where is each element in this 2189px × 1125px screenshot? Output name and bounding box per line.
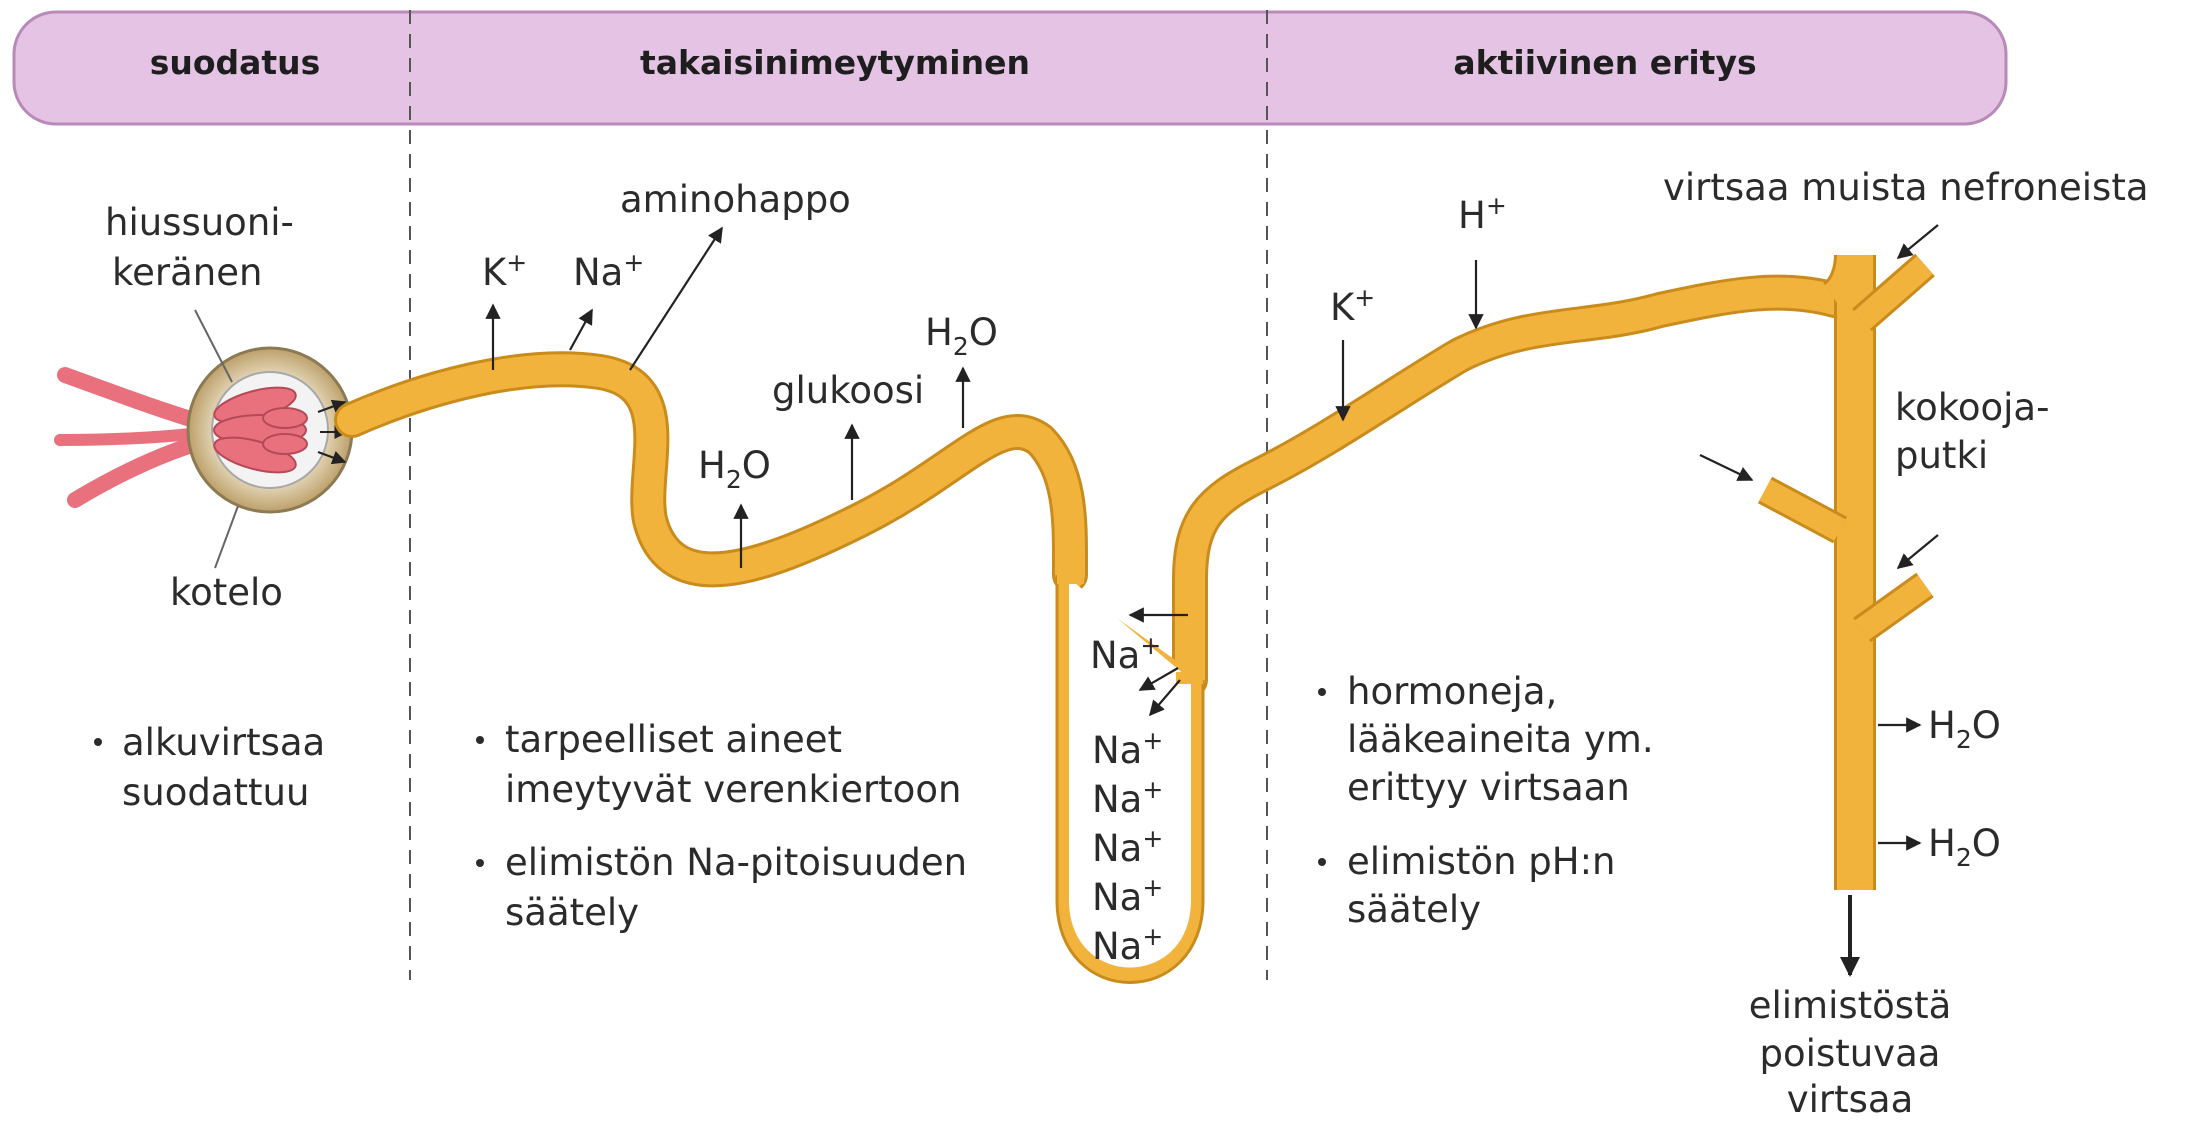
bullet-secretion-2-line2: säätely xyxy=(1347,888,1481,931)
water-label-4: H2O xyxy=(1928,822,2001,872)
amino-acid-label: aminohappo xyxy=(620,178,851,221)
header-filtration: suodatus xyxy=(150,43,321,82)
water-label-3: H2O xyxy=(1928,704,2001,754)
hydrogen-label: H+ xyxy=(1458,191,1507,237)
bullet-dot xyxy=(476,859,484,867)
bullet-secretion-1-line2: lääkeaineita ym. xyxy=(1347,718,1654,761)
water-label-2: H2O xyxy=(698,444,771,494)
bullet-reabsorption-2-line1: elimistön Na-pitoisuuden xyxy=(505,841,967,884)
bullet-secretion-1-line1: hormoneja, xyxy=(1347,670,1557,713)
bullet-dot xyxy=(1318,858,1326,866)
bullet-reabsorption-1-line1: tarpeelliset aineet xyxy=(505,718,842,761)
water-label-1: H2O xyxy=(925,311,998,361)
potassium-label-2: K+ xyxy=(1330,283,1375,329)
capsule-label: kotelo xyxy=(170,571,283,614)
capillary-label-line2: keränen xyxy=(112,251,262,294)
other-nephrons-label: virtsaa muista nefroneista xyxy=(1663,166,2149,209)
header-reabsorption: takaisinimeytyminen xyxy=(640,43,1030,82)
bullet-filtration-1-line1: alkuvirtsaa xyxy=(122,721,325,764)
collecting-duct-label-line2: putki xyxy=(1895,434,1988,477)
bullet-reabsorption-1-line2: imeytyvät verenkiertoon xyxy=(505,768,961,811)
bullets-secretion: hormoneja, lääkeaineita ym. erittyy virt… xyxy=(1318,670,1654,931)
potassium-label-1: K+ xyxy=(482,248,527,294)
bullet-dot xyxy=(476,736,484,744)
bullets-filtration: alkuvirtsaa suodattuu xyxy=(94,721,325,814)
bullet-dot xyxy=(94,738,102,746)
bullet-filtration-1-line2: suodattuu xyxy=(122,771,309,814)
bullet-secretion-2-line1: elimistön pH:n xyxy=(1347,840,1616,883)
outflow-label-line2: poistuvaa xyxy=(1760,1032,1941,1075)
capsule-leader xyxy=(215,506,238,568)
loop-junction-right xyxy=(1176,672,1203,684)
outflow-label-line1: elimistöstä xyxy=(1749,984,1952,1027)
bullet-reabsorption-2-line2: säätely xyxy=(505,891,639,934)
glucose-label: glukoosi xyxy=(772,369,924,412)
collecting-duct xyxy=(1765,255,1925,890)
bullet-dot xyxy=(1318,688,1326,696)
bullets-reabsorption: tarpeelliset aineet imeytyvät verenkiert… xyxy=(476,718,967,934)
collecting-duct-label-line1: kokooja- xyxy=(1895,386,2049,429)
bullet-secretion-1-line3: erittyy virtsaan xyxy=(1347,766,1630,809)
loop-junction-left xyxy=(1057,572,1084,584)
capillary-label-line1: hiussuoni- xyxy=(105,201,294,244)
outflow-label-line3: virtsaa xyxy=(1787,1078,1914,1121)
header-secretion: aktiivinen eritys xyxy=(1453,43,1756,82)
sodium-label-1: Na+ xyxy=(573,248,644,294)
